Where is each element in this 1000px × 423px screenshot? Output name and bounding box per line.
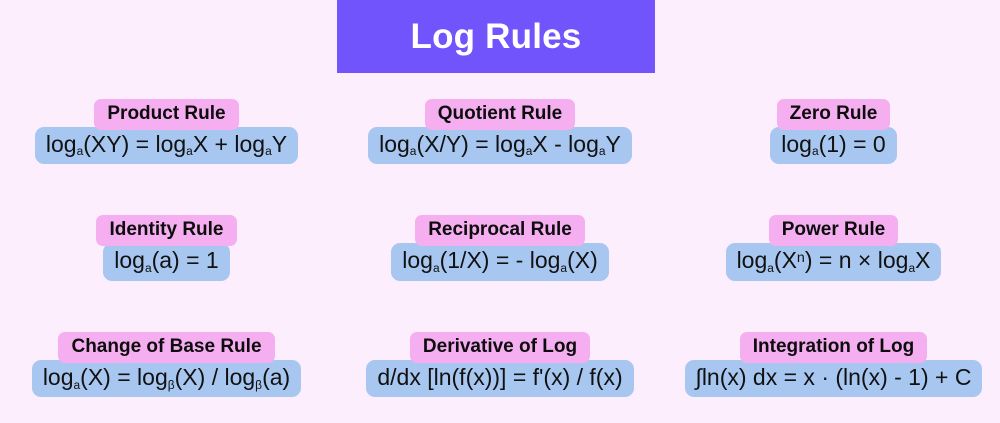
rule-card-zero-rule: Zero Rule loga(1) = 0 xyxy=(770,98,897,164)
rule-label: Reciprocal Rule xyxy=(415,215,585,247)
rule-label: Quotient Rule xyxy=(424,98,576,130)
grid-cell: Quotient Rule loga(X/Y) = logaX - logaY xyxy=(333,73,667,190)
rule-formula: loga(1/X) = - loga(X) xyxy=(391,243,609,281)
rule-label: Derivative of Log xyxy=(409,332,591,364)
rule-card-identity-rule: Identity Rule loga(a) = 1 xyxy=(96,215,237,281)
grid-cell: Reciprocal Rule loga(1/X) = - loga(X) xyxy=(333,190,667,307)
rule-label: Integration of Log xyxy=(739,332,928,364)
rule-card-product-rule: Product Rule loga(XY) = logaX + logaY xyxy=(34,98,299,164)
rule-card-integration-of-log: Integration of Log ∫ln(x) dx = x · (ln(x… xyxy=(684,332,983,398)
rule-label: Identity Rule xyxy=(96,215,237,247)
grid-cell: Power Rule loga(Xn) = n × logaX xyxy=(667,190,1000,307)
page-title: Log Rules xyxy=(410,17,582,56)
rule-label: Power Rule xyxy=(768,215,899,247)
rule-card-quotient-rule: Quotient Rule loga(X/Y) = logaX - logaY xyxy=(368,98,632,164)
rule-formula: loga(Xn) = n × logaX xyxy=(725,243,942,281)
rule-formula: loga(X/Y) = logaX - logaY xyxy=(368,126,632,164)
rule-label: Product Rule xyxy=(94,98,239,130)
grid-cell: Identity Rule loga(a) = 1 xyxy=(0,190,333,307)
rule-card-reciprocal-rule: Reciprocal Rule loga(1/X) = - loga(X) xyxy=(391,215,609,281)
rule-label: Change of Base Rule xyxy=(58,332,275,364)
log-rules-grid: Product Rule loga(XY) = logaX + logaY Qu… xyxy=(0,73,1000,423)
rule-formula: ∫ln(x) dx = x · (ln(x) - 1) + C xyxy=(684,360,983,398)
rule-label: Zero Rule xyxy=(776,98,891,130)
grid-cell: Derivative of Log d/dx [ln(f(x))] = f'(x… xyxy=(333,306,667,423)
rule-card-change-of-base-rule: Change of Base Rule loga(X) = logβ(X) / … xyxy=(31,332,302,398)
grid-cell: Change of Base Rule loga(X) = logβ(X) / … xyxy=(0,306,333,423)
grid-cell: Zero Rule loga(1) = 0 xyxy=(667,73,1000,190)
rule-formula: loga(a) = 1 xyxy=(103,243,230,281)
grid-cell: Integration of Log ∫ln(x) dx = x · (ln(x… xyxy=(667,306,1000,423)
rule-formula: loga(X) = logβ(X) / logβ(a) xyxy=(31,360,302,398)
rule-formula: loga(XY) = logaX + logaY xyxy=(34,126,299,164)
header-bar: Log Rules xyxy=(337,0,655,73)
rule-formula: loga(1) = 0 xyxy=(770,126,897,164)
grid-cell: Product Rule loga(XY) = logaX + logaY xyxy=(0,73,333,190)
rule-card-power-rule: Power Rule loga(Xn) = n × logaX xyxy=(725,215,942,281)
rule-card-derivative-of-log: Derivative of Log d/dx [ln(f(x))] = f'(x… xyxy=(366,332,634,398)
rule-formula: d/dx [ln(f(x))] = f'(x) / f(x) xyxy=(366,360,634,398)
